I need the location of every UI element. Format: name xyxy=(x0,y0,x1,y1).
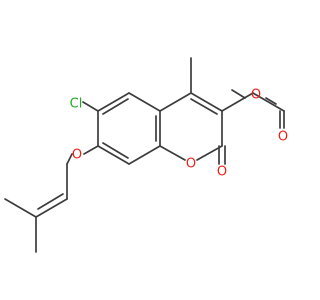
ring-oxygen-label: O xyxy=(186,157,196,172)
bond xyxy=(190,98,218,115)
bond-skeleton xyxy=(4,57,285,253)
bond xyxy=(128,92,161,112)
bond xyxy=(97,145,130,165)
bond xyxy=(97,92,130,112)
molecule-drawing: Cl O O O O O xyxy=(4,57,288,253)
bond xyxy=(35,198,68,218)
chlorine-label: Cl xyxy=(70,97,83,112)
bond xyxy=(66,153,73,165)
bond xyxy=(37,193,64,210)
bond xyxy=(196,145,223,161)
bond xyxy=(102,98,129,115)
bond xyxy=(221,92,254,112)
carbonyl-oxygen-label: O xyxy=(217,165,227,180)
bond xyxy=(265,97,277,105)
ester-carbonyl-oxygen-label: O xyxy=(278,130,288,145)
bond xyxy=(190,92,223,112)
bond xyxy=(252,92,285,112)
bond xyxy=(83,145,99,155)
bond xyxy=(128,145,161,165)
ether-oxygen-label: O xyxy=(72,148,82,163)
structure-diagram: Cl O O O O O xyxy=(4,57,288,253)
bond xyxy=(159,145,186,161)
bond xyxy=(82,101,99,112)
bond xyxy=(231,89,246,99)
ester-methoxy-oxygen-label: O xyxy=(251,88,261,103)
bond xyxy=(159,92,192,112)
bond xyxy=(4,198,37,218)
bond xyxy=(102,142,129,159)
